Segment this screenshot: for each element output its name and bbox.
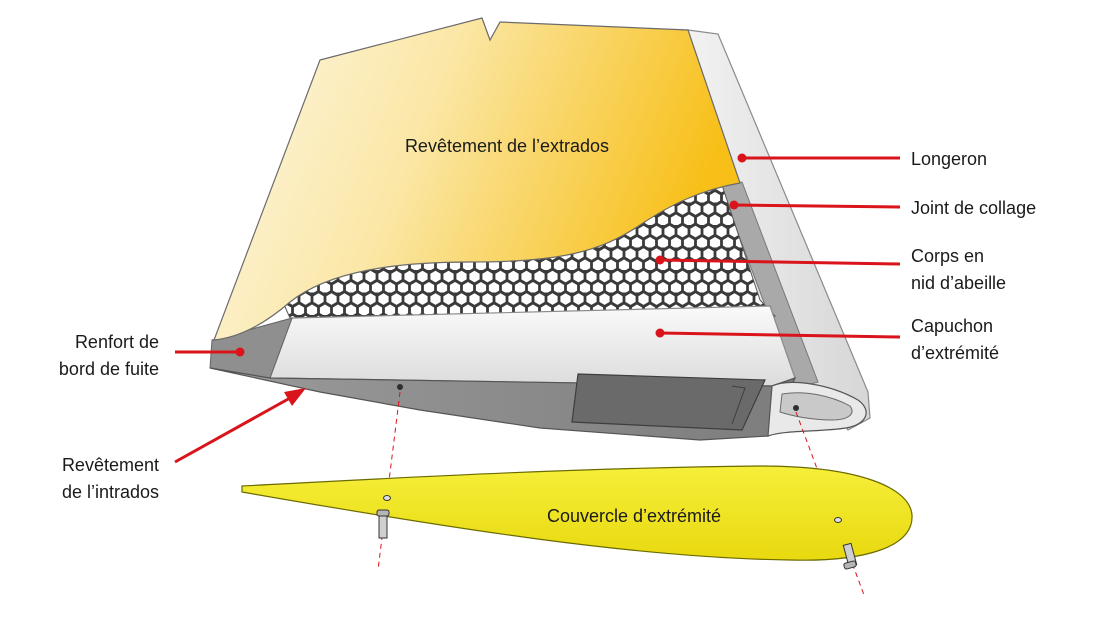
tip-pocket-edge <box>731 385 746 425</box>
label-bond-joint: Joint de collage <box>911 198 1036 218</box>
tip-cover <box>241 465 913 561</box>
screw-hole <box>397 384 403 390</box>
leader-joint <box>729 200 901 210</box>
label-trailing-edge-l1: Renfort de <box>75 332 159 352</box>
leader-honeycomb <box>655 255 901 266</box>
leader-longeron <box>737 153 900 163</box>
label-spar: Longeron <box>911 149 987 169</box>
tip-cap <box>269 305 796 387</box>
label-honeycomb-l1: Corps en <box>911 246 984 266</box>
label-honeycomb-l2: nid d’abeille <box>911 273 1006 293</box>
screw-left <box>376 495 391 539</box>
screw-hole <box>793 405 799 411</box>
label-tip-cap-l1: Capuchon <box>911 316 993 336</box>
leader-capuchon <box>655 328 901 339</box>
alignment-line <box>377 391 401 571</box>
tip-nose-inner <box>779 392 853 421</box>
label-lower-skin-l2: de l’intrados <box>62 482 159 502</box>
label-lower-skin-l1: Revêtement <box>62 455 159 475</box>
label-tip-cover: Couvercle d’extrémité <box>547 506 721 526</box>
label-trailing-edge-l2: bord de fuite <box>59 359 159 379</box>
leader-intrados <box>174 388 306 464</box>
tip-pocket <box>571 373 766 431</box>
leader-renfort <box>175 347 245 357</box>
upper-skin <box>213 17 741 341</box>
label-upper-skin: Revêtement de l’extrados <box>405 136 609 156</box>
screw-right <box>834 517 858 570</box>
label-tip-cap-l2: d’extrémité <box>911 343 999 363</box>
